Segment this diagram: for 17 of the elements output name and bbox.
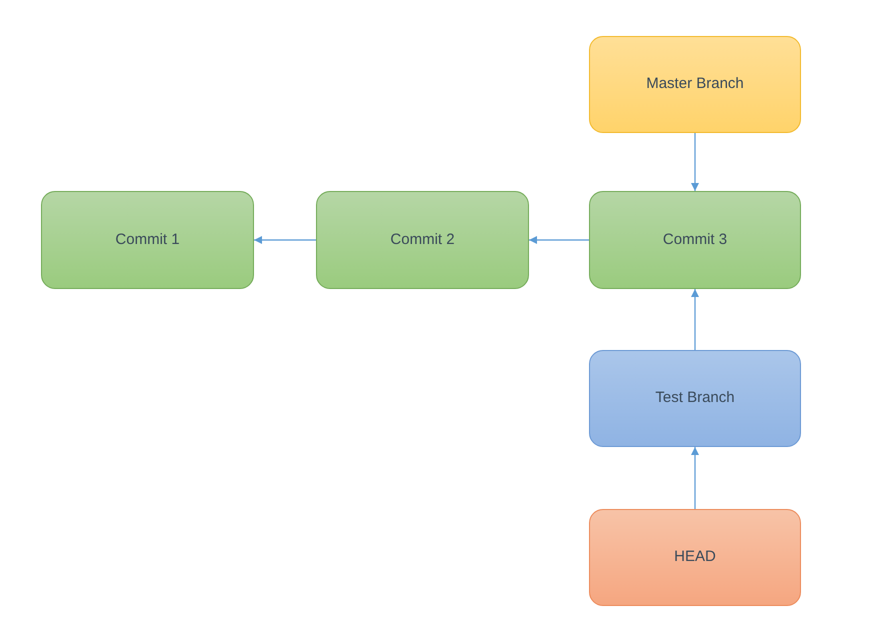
arrow <box>529 236 589 244</box>
box-label: Commit 2 <box>390 230 455 250</box>
arrow <box>691 133 699 191</box>
box-label: Commit 1 <box>115 230 180 250</box>
rounded-box <box>589 191 801 289</box>
box-label: Commit 3 <box>662 230 728 250</box>
arrow <box>691 447 699 509</box>
arrow <box>254 236 316 244</box>
rounded-box <box>589 509 801 606</box>
rounded-box <box>589 36 801 133</box>
box-label: HEAD <box>674 547 716 568</box>
arrow <box>691 289 699 350</box>
box-label: Test Branch <box>655 388 735 408</box>
rounded-box <box>316 191 529 289</box>
box-label: Master Branch <box>646 74 744 94</box>
rounded-box <box>589 350 801 447</box>
rounded-box <box>41 191 254 289</box>
